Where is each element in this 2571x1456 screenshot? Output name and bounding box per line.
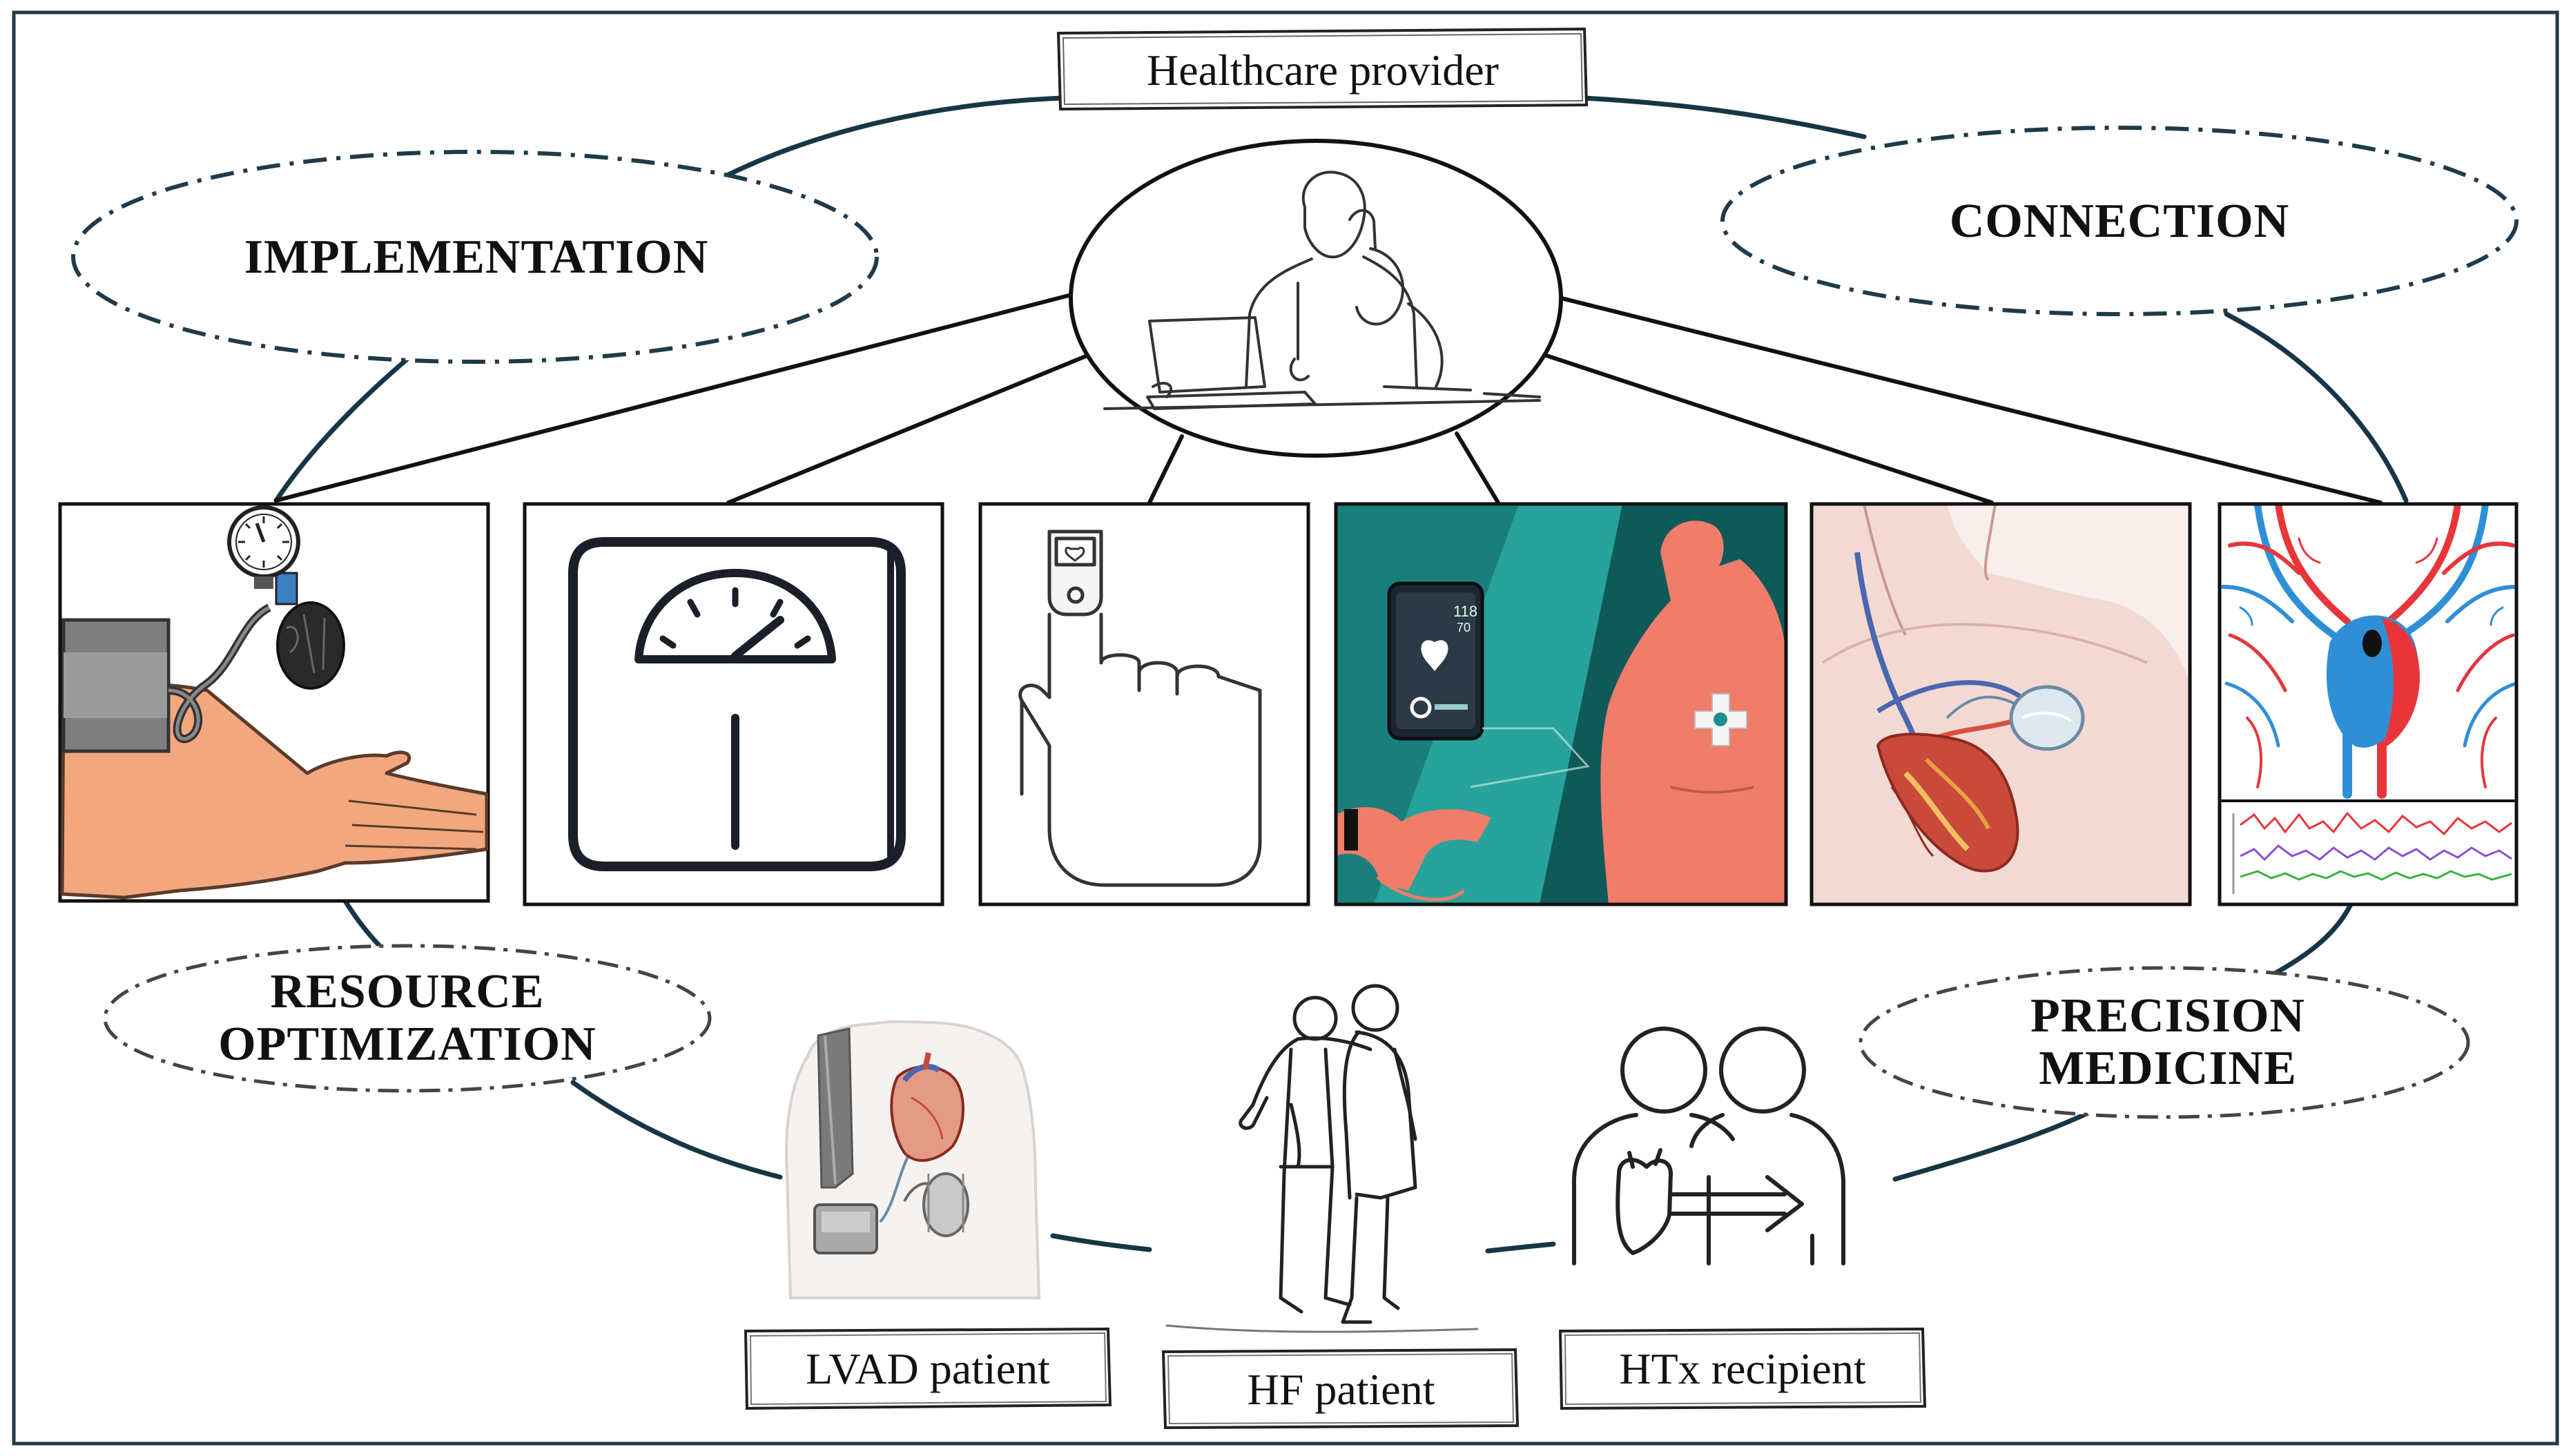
resource-optimization-oval [103, 944, 712, 1093]
implanted-cardiac-device-icon [1812, 504, 2190, 904]
precision-line-2: MEDICINE [2039, 1042, 2297, 1095]
circulation-and-signals-icon [2220, 504, 2516, 904]
implementation-label: IMPLEMENTATION [244, 230, 709, 284]
curve-left-lower-b [570, 1080, 783, 1180]
connection-oval [1720, 126, 2519, 316]
lvad-patient-icon [785, 1020, 1041, 1299]
curve-top-right [1582, 95, 1867, 139]
heart-transplant-icon [1572, 1027, 1845, 1265]
oximeter-box [978, 502, 1310, 906]
resource-line-2: OPTIMIZATION [218, 1018, 596, 1071]
precision-line-1: PRECISION [2030, 989, 2305, 1043]
lvad-patient-label: LVAD patient [806, 1343, 1050, 1393]
curve-top-left [719, 95, 1066, 181]
provider-spokes [274, 293, 2383, 505]
smartphone-box [1334, 502, 1788, 906]
resource-line-1: RESOURCE [270, 965, 545, 1019]
hf-patient-label: HF patient [1247, 1364, 1435, 1414]
smartphone-remote-monitoring-icon: 118 70 [1336, 504, 1786, 904]
doctor-on-phone-icon [1103, 171, 1541, 410]
htx-recipient-label: HTx recipient [1619, 1343, 1866, 1393]
curve-right-lower-b [1892, 1102, 2108, 1182]
weighing-scale-icon [568, 537, 906, 871]
circulation-box [2218, 502, 2519, 906]
resource-optimization-label: RESOURCE OPTIMIZATION [124, 956, 690, 1080]
precision-medicine-oval [1859, 966, 2470, 1119]
phone-reading-dia: 70 [1457, 621, 1471, 634]
healthcare-provider-label: Healthcare provider [1147, 46, 1499, 95]
implant-box [1810, 502, 2192, 906]
outer-frame [12, 10, 2559, 1446]
curve-left-upper [273, 356, 410, 503]
lvad-label-box [744, 1327, 1112, 1410]
connection-label: CONNECTION [1949, 194, 2290, 248]
curve-lvad-hf [1050, 1233, 1152, 1252]
precision-medicine-label: PRECISION MEDICINE [1885, 980, 2451, 1105]
implementation-oval [71, 150, 879, 364]
hf-label-box [1161, 1348, 1520, 1430]
elderly-couple-icon [1165, 984, 1479, 1333]
healthcare-provider-box [1056, 27, 1589, 111]
pulse-oximeter-finger-icon [1018, 530, 1262, 887]
curve-hf-htx [1485, 1241, 1556, 1254]
curve-right-lower-a [2272, 902, 2354, 976]
connecting-curves [273, 95, 2409, 1254]
curve-right-upper [2224, 311, 2409, 503]
htx-label-box [1558, 1327, 1927, 1410]
phone-reading-sys: 118 [1453, 603, 1477, 620]
blood-pressure-monitor-icon [60, 505, 488, 900]
